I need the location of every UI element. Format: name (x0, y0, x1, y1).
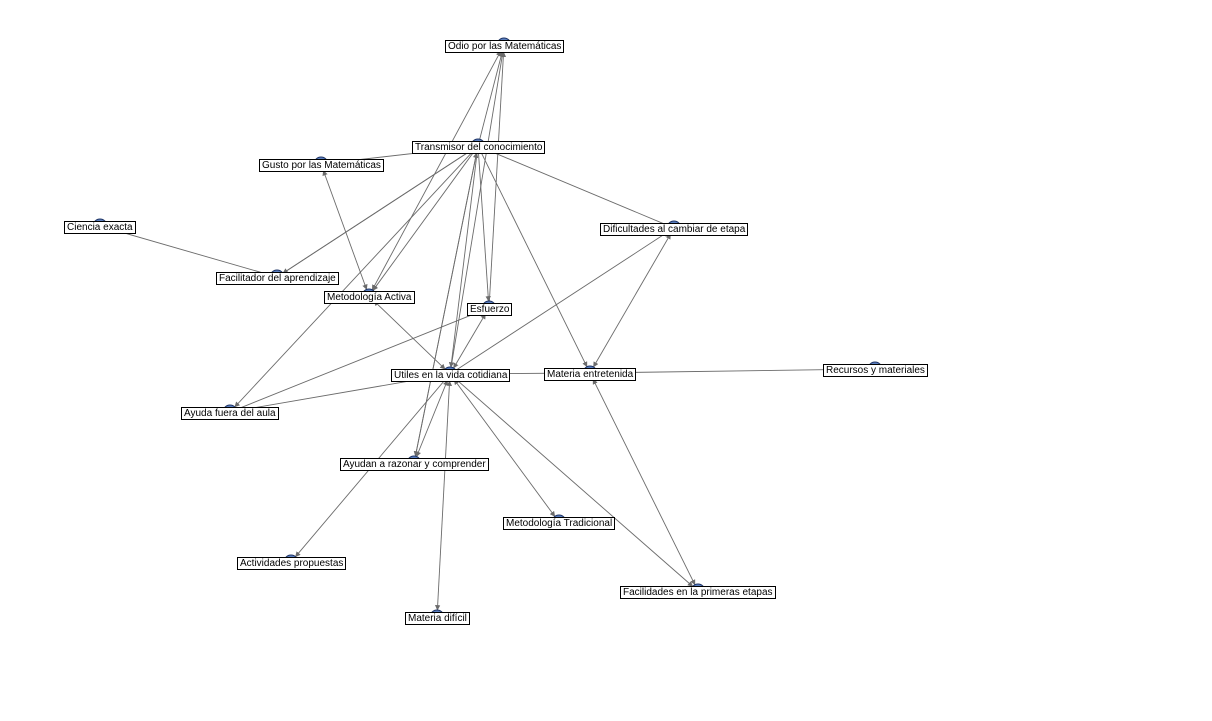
edge-ciencia-facilitador (106, 227, 271, 276)
edge-utiles-esfuerzo (453, 313, 486, 369)
edge-entretenida-recursos (596, 368, 869, 374)
node-label-odio[interactable]: Odio por las Matemáticas (445, 40, 565, 53)
edge-razonar-transmisor (414, 152, 479, 457)
node-label-facilidades[interactable]: Facilidades en la primeras etapas (620, 586, 776, 599)
edges-layer (106, 50, 869, 611)
edge-ayuda-esfuerzo (236, 310, 483, 410)
edge-entretenida-dificultades (593, 233, 671, 368)
edge-utiles-facilidades (454, 378, 694, 587)
node-label-ayuda[interactable]: Ayuda fuera del aula (181, 407, 279, 420)
node-label-entretenida[interactable]: Materia entretenida (544, 368, 637, 381)
edge-entretenida-facilidades (592, 378, 696, 586)
node-label-utiles[interactable]: Utiles en la vida cotidiana (391, 369, 511, 382)
edge-transmisor-activa (372, 151, 475, 291)
node-label-gusto[interactable]: Gusto por las Matemáticas (259, 159, 384, 172)
node-label-dificil[interactable]: Materia difícil (405, 612, 470, 625)
nodes-layer (92, 37, 883, 625)
edge-transmisor-esfuerzo (478, 152, 491, 302)
node-label-actividades[interactable]: Actividades propuestas (237, 557, 347, 570)
node-label-recursos[interactable]: Recursos y materiales (823, 364, 928, 377)
node-label-razonar[interactable]: Ayudan a razonar y comprender (340, 458, 489, 471)
node-label-dificultades[interactable]: Dificultades al cambiar de etapa (600, 223, 749, 236)
edge-activa-odio (371, 50, 502, 291)
edge-activa-utiles (373, 300, 446, 370)
node-label-tradicional[interactable]: Metodología Tradicional (503, 517, 616, 530)
node-label-esfuerzo[interactable]: Esfuerzo (467, 303, 513, 316)
edge-activa-gusto (322, 170, 368, 290)
node-label-facilitador[interactable]: Facilitador del aprendizaje (216, 272, 339, 285)
edge-facilitador-transmisor (282, 149, 473, 274)
node-label-ciencia[interactable]: Ciencia exacta (64, 221, 136, 234)
node-label-activa[interactable]: Metodología Activa (324, 291, 415, 304)
edge-utiles-dificil (434, 380, 453, 611)
edge-utiles-razonar (415, 379, 449, 458)
edge-transmisor-dificultades (484, 148, 668, 226)
edge-utiles-tradicional (453, 379, 556, 517)
node-label-transmisor[interactable]: Transmisor del conocimiento (412, 141, 546, 154)
